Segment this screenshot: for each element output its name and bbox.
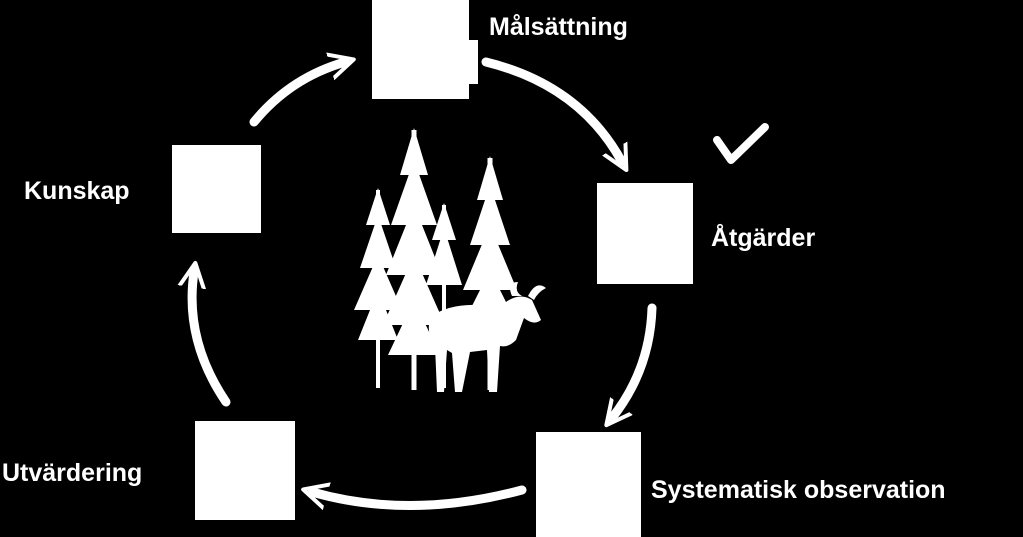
- step-systematisk-observation: Systematisk observation: [536, 432, 946, 537]
- step-box-systematisk-observation: [536, 432, 641, 537]
- arrow-kunskap-to-malsattning: [249, 62, 345, 127]
- moose-icon: [428, 282, 546, 392]
- arrow-malsattning-to-atgarder: [481, 57, 622, 162]
- step-box-tab: [466, 40, 478, 84]
- step-box-malsattning: [372, 0, 469, 99]
- arrow-atgarder-to-observation: [612, 303, 657, 418]
- step-label-kunskap: Kunskap: [24, 177, 130, 205]
- arrow-observation-to-utvardering: [312, 490, 527, 511]
- step-box-atgarder: [597, 183, 693, 284]
- step-malsattning: Målsättning: [372, 0, 628, 99]
- step-kunskap: Kunskap: [24, 145, 261, 233]
- step-box-kunskap: [172, 145, 261, 233]
- tree-icon: [354, 188, 402, 388]
- step-box-utvardering: [195, 421, 295, 520]
- step-atgarder: Åtgärder: [597, 183, 815, 284]
- step-label-utvardering: Utvärdering: [2, 459, 142, 487]
- forest-and-moose-icon: [354, 128, 546, 392]
- step-label-atgarder: Åtgärder: [711, 223, 815, 252]
- step-label-malsattning: Målsättning: [489, 13, 628, 41]
- arrow-utvardering-to-kunskap: [192, 272, 231, 407]
- checkmark-icon: [713, 123, 769, 164]
- step-utvardering: Utvärdering: [2, 421, 295, 520]
- step-label-systematisk-observation: Systematisk observation: [651, 476, 946, 504]
